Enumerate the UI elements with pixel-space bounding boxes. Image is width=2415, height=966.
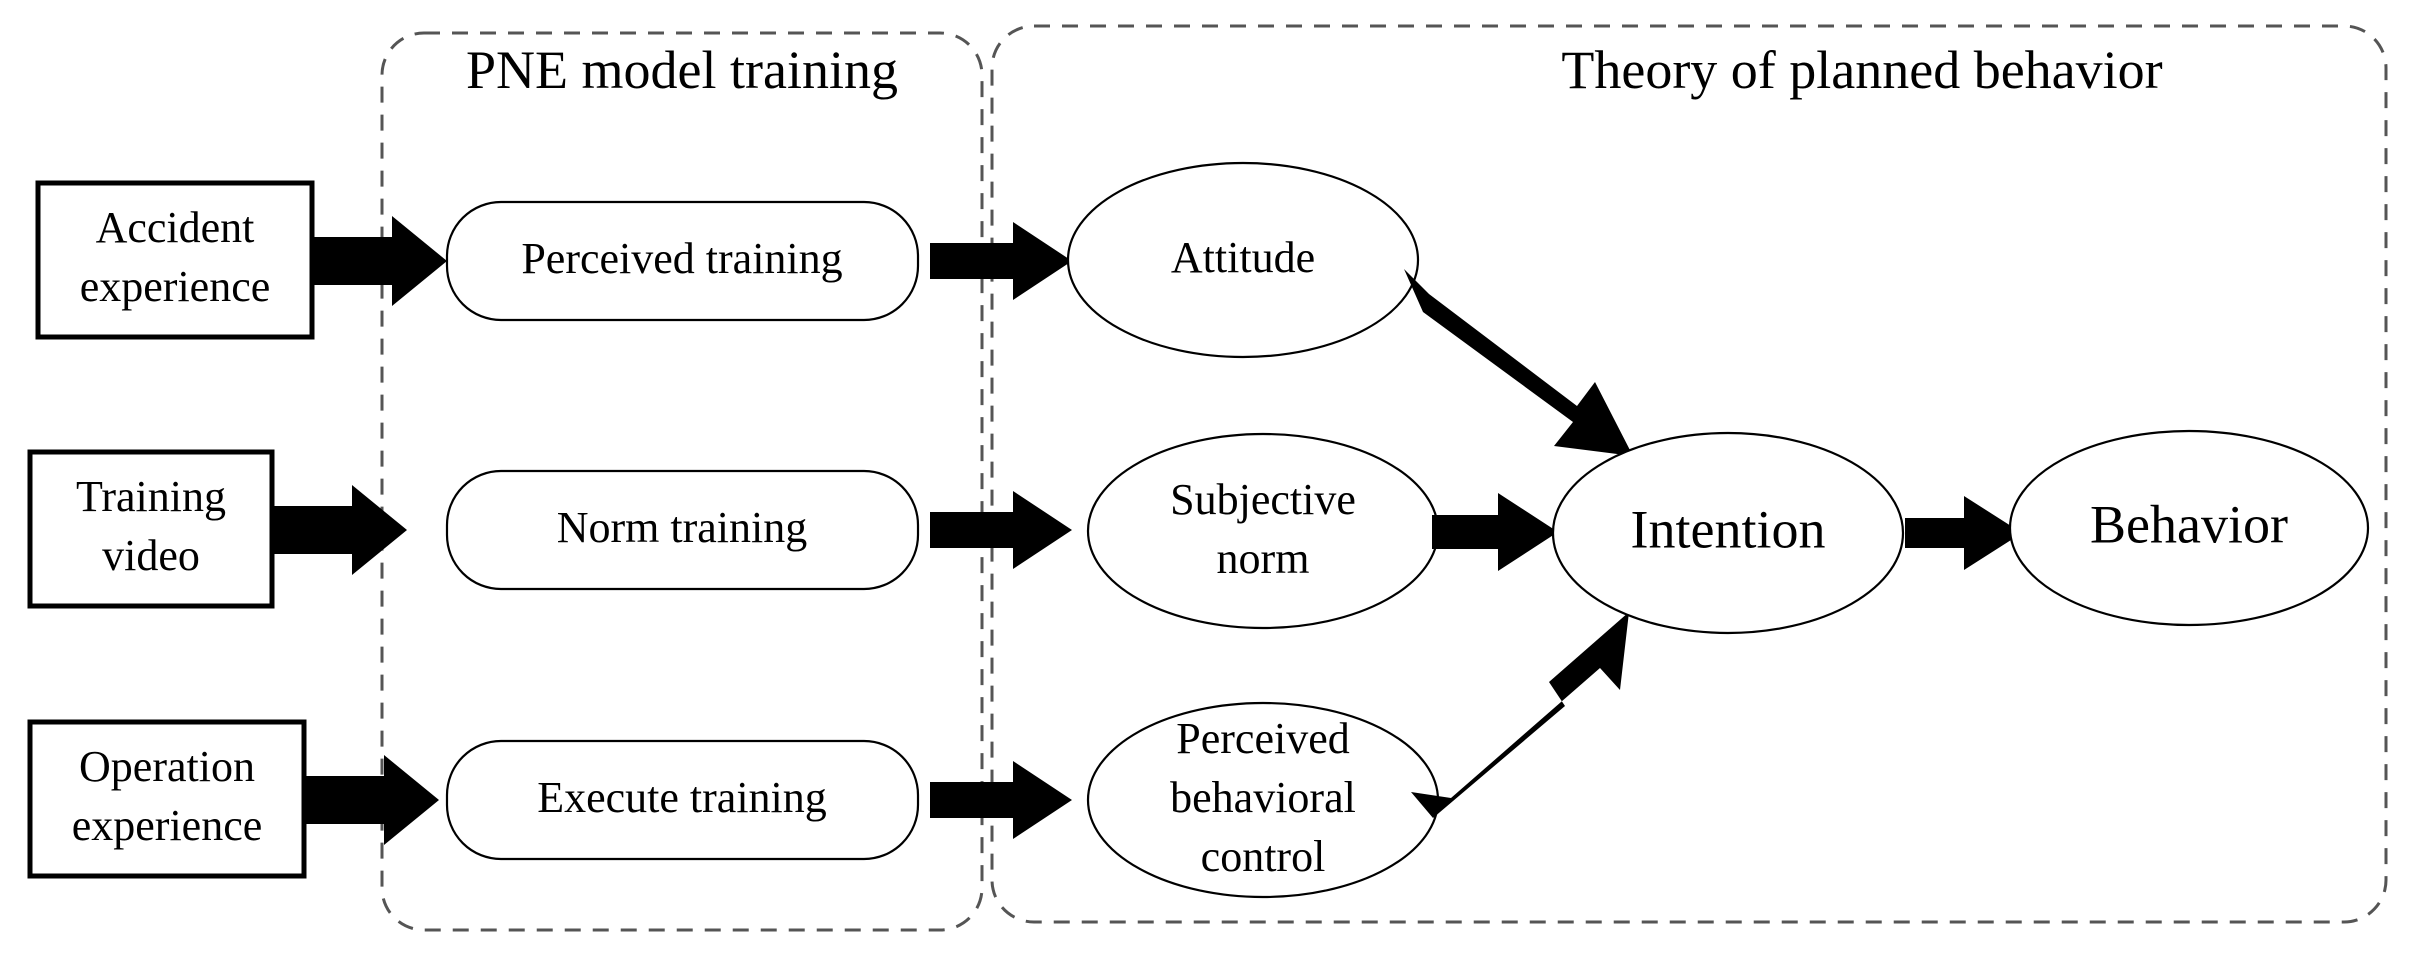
input-label-line1: Training [76,472,226,521]
arrow-intention-to-behavior [1905,496,2022,570]
construct-node-subjective-norm[interactable]: Subjective norm [1086,432,1440,630]
input-label-line2: experience [72,801,263,850]
training-rounded-box [445,739,920,861]
arrow-attitude-to-intention [1404,269,1633,456]
input-label-line1: Operation [79,742,255,791]
input-box [27,719,307,879]
outcome-label: Intention [1631,499,1826,559]
construct-node-perceived-behavioral-control[interactable]: Perceived behavioral control [1086,701,1440,899]
arrow-accident-to-perceived-training [312,216,447,306]
training-label: Perceived training [521,234,842,283]
input-label-line2: video [102,531,200,580]
construct-label-line2: norm [1217,534,1310,583]
arrow-pbc-to-intention [1411,612,1629,818]
group-container-pne [380,31,984,932]
arrow-perceived-training-to-attitude [930,222,1072,300]
training-node-norm-training[interactable]: Norm training [445,469,920,591]
training-label: Execute training [537,773,827,822]
arrow-video-to-norm-training [272,485,407,575]
input-box [27,449,275,609]
arrow-execute-training-to-pbc [930,761,1072,839]
arrow-operation-to-execute-training [304,755,439,845]
group-title-tpb: Theory of planned behavior [1561,40,2162,100]
construct-label-line2: behavioral [1170,773,1356,822]
input-label-line1: Accident [96,203,255,252]
training-node-execute-training[interactable]: Execute training [445,739,920,861]
input-node-operation-experience[interactable]: Operation experience [27,719,307,879]
construct-ellipse [1086,432,1440,630]
group-container-tpb [990,24,2388,924]
input-label-line2: experience [80,262,271,311]
input-node-accident-experience[interactable]: Accident experience [35,180,315,340]
training-label: Norm training [557,503,808,552]
construct-label-line1: Perceived [1176,714,1349,763]
input-node-training-video[interactable]: Training video [27,449,275,609]
outcome-label: Behavior [2090,494,2288,554]
construct-label-line1: Subjective [1170,475,1356,524]
outcome-ellipse [1551,431,1905,635]
training-rounded-box [445,200,920,322]
outcome-node-intention[interactable]: Intention [1551,431,1905,635]
group-title-pne: PNE model training [466,40,898,100]
construct-ellipse [1066,161,1420,359]
construct-label-line3: control [1201,832,1326,881]
training-rounded-box [445,469,920,591]
construct-node-attitude[interactable]: Attitude [1066,161,1420,359]
training-node-perceived-training[interactable]: Perceived training [445,200,920,322]
outcome-ellipse [2008,429,2370,627]
arrow-norm-training-to-subjective-norm [930,491,1072,569]
arrow-subjective-norm-to-intention [1432,493,1558,571]
outcome-node-behavior[interactable]: Behavior [2008,429,2370,627]
construct-label-line1: Attitude [1171,233,1315,282]
